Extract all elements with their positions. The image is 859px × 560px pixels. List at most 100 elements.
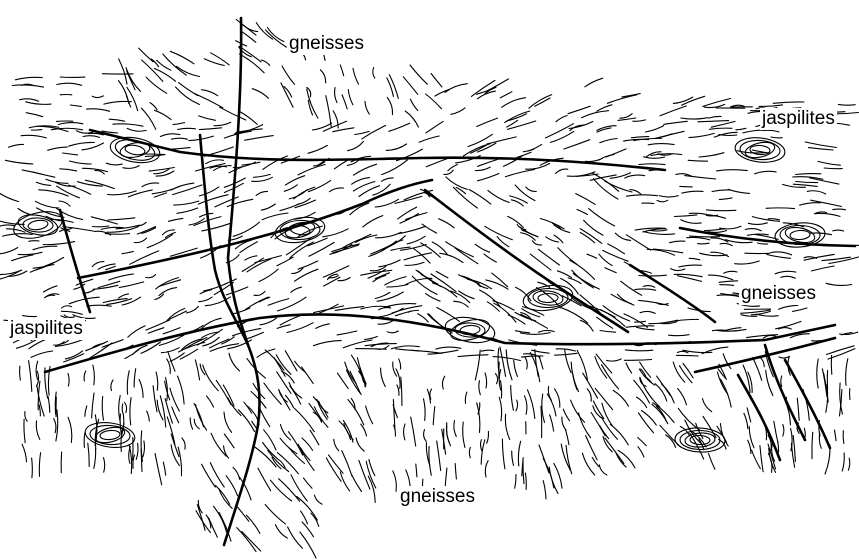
foliation-stroke (348, 142, 364, 151)
fold-closures (11, 134, 826, 453)
foliation-stroke (525, 396, 527, 415)
foliation-stroke (580, 229, 602, 244)
foliation-stroke (199, 297, 212, 302)
foliation-stroke (759, 105, 783, 107)
foliation-stroke (797, 398, 799, 420)
foliation-stroke (595, 388, 612, 409)
foliation-stroke (277, 257, 293, 266)
foliation-stroke (261, 204, 275, 210)
foliation-stroke (95, 170, 104, 174)
foliation-stroke (92, 262, 104, 267)
foliation-stroke (379, 308, 391, 310)
foliation-stroke (818, 161, 841, 165)
foliation-stroke (833, 230, 844, 231)
foliation-stroke (179, 342, 205, 352)
foliation-stroke (440, 253, 463, 262)
foliation-stroke (678, 389, 687, 405)
foliation-stroke (102, 397, 103, 421)
foliation-stroke (454, 301, 469, 307)
foliation-stroke (396, 349, 421, 351)
foliation-stroke (130, 398, 131, 425)
foliation-stroke (57, 83, 82, 85)
foliation-stroke (387, 331, 398, 333)
foliation-stroke (378, 321, 392, 324)
foliation-stroke (291, 475, 307, 501)
foliation-stroke (653, 403, 674, 423)
foliation-stroke (505, 414, 509, 439)
foliation-stroke (838, 104, 855, 105)
foliation-stroke (639, 413, 654, 433)
foliation-stroke (572, 270, 594, 288)
foliation-stroke (752, 450, 761, 469)
foliation-stroke (549, 467, 558, 494)
foliation-stroke (639, 300, 669, 305)
foliation-stroke (265, 350, 284, 370)
foliation-stroke (199, 116, 216, 120)
foliation-stroke (424, 430, 427, 442)
foliation-stroke (59, 201, 70, 206)
foliation-stroke (568, 106, 590, 114)
foliation-stroke (340, 65, 343, 76)
foliation-stroke (202, 223, 231, 231)
foliation-stroke (728, 189, 750, 193)
foliation-stroke (32, 458, 33, 478)
foliation-stroke (679, 265, 702, 267)
foliation-stroke (426, 121, 443, 132)
foliation-stroke (303, 478, 312, 488)
foliation-stroke (33, 246, 57, 250)
foliation-stroke (229, 353, 240, 371)
foliation-stroke (702, 399, 711, 412)
foliation-stroke (214, 122, 231, 125)
foliation-stroke (170, 353, 184, 361)
foliation-stroke (353, 68, 359, 84)
foliation-stroke (298, 165, 325, 175)
foliation-stroke (142, 108, 156, 129)
foliation-stroke (669, 335, 690, 336)
foliation-stroke (554, 463, 562, 488)
foliation-stroke (401, 377, 402, 406)
foliation-stroke (835, 430, 837, 441)
foliation-stroke (58, 123, 83, 125)
foliation-stroke (827, 346, 855, 355)
foliation-stroke (363, 216, 383, 227)
foliation-stroke (771, 252, 792, 255)
foliation-stroke (477, 118, 498, 126)
foliation-stroke (822, 369, 827, 397)
foliation-stroke (337, 331, 357, 335)
foliation-stroke (436, 347, 461, 349)
foliation-stroke (290, 386, 301, 404)
foliation-stroke (566, 430, 570, 445)
foliation-stroke (151, 59, 158, 67)
foliation-stroke (687, 237, 710, 239)
foliation-stroke (285, 176, 304, 185)
foliation-stroke (343, 420, 353, 442)
foliation-stroke (748, 440, 751, 453)
foliation-stroke (48, 147, 68, 150)
foliation-stroke (82, 143, 104, 150)
foliation-stroke (525, 357, 527, 369)
foliation-stroke (811, 200, 842, 206)
foliation-stroke (376, 346, 389, 350)
foliation-stroke (143, 441, 145, 457)
foliation-stroke (767, 255, 791, 259)
fault-horizontal-upper (90, 130, 665, 170)
foliation-stroke (36, 182, 50, 185)
foliation-stroke (774, 421, 778, 444)
foliation-stroke (677, 351, 688, 353)
foliation-stroke (655, 384, 667, 401)
foliation-stroke (178, 376, 185, 404)
foliation-stroke (162, 230, 174, 235)
foliation-stroke (92, 96, 103, 98)
foliation-stroke (507, 114, 527, 121)
foliation-stroke (516, 400, 518, 411)
foliation-stroke (637, 397, 647, 408)
foliation-stroke (698, 243, 710, 244)
foliation-stroke (285, 351, 297, 371)
foliation-stroke (620, 114, 632, 119)
foliation-stroke (224, 434, 234, 448)
foliation-stroke (644, 157, 665, 159)
foliation-stroke (127, 128, 146, 131)
foliation-stroke (849, 389, 850, 400)
foliation-stroke (127, 87, 138, 110)
foliation-stroke (84, 371, 86, 381)
